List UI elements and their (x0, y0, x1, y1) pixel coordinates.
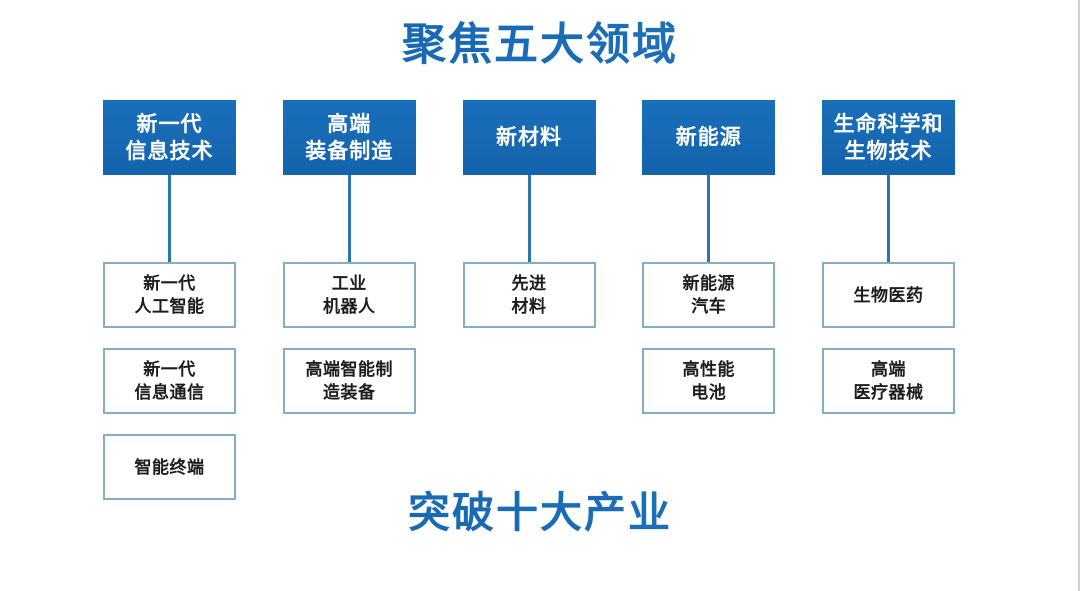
industry-box-3-1[interactable]: 先进 材料 (462, 262, 596, 328)
category-box-5[interactable]: 生命科学和 生物技术 (822, 100, 955, 175)
industry-box-4-1[interactable]: 新能源 汽车 (642, 262, 776, 328)
industry-list-2: 工业 机器人 高端智能制 造装备 (282, 262, 416, 414)
page-title-bottom: 突破十大产业 (0, 487, 1080, 539)
industry-list-1: 新一代 人工智能 新一代 信息通信 智能终端 (103, 262, 236, 500)
category-column-4: 新能源 新能源 汽车 高性能 电池 (642, 100, 776, 414)
connector-line-4 (707, 175, 711, 262)
category-box-4[interactable]: 新能源 (642, 100, 776, 175)
industry-box-1-3[interactable]: 智能终端 (103, 434, 236, 500)
connector-line-3 (527, 175, 531, 262)
industry-box-2-1[interactable]: 工业 机器人 (282, 262, 416, 328)
page-title-top: 聚焦五大领域 (0, 18, 1080, 72)
category-box-2[interactable]: 高端 装备制造 (282, 100, 416, 175)
connector-line-2 (347, 175, 351, 262)
industry-box-2-2[interactable]: 高端智能制 造装备 (282, 348, 416, 414)
category-column-1: 新一代 信息技术 新一代 人工智能 新一代 信息通信 智能终端 (103, 100, 236, 500)
industry-box-5-1[interactable]: 生物医药 (822, 262, 955, 328)
industry-list-4: 新能源 汽车 高性能 电池 (642, 262, 776, 414)
industry-box-5-2[interactable]: 高端 医疗器械 (822, 348, 955, 414)
connector-line-1 (168, 175, 171, 262)
category-box-3[interactable]: 新材料 (462, 100, 596, 175)
category-column-2: 高端 装备制造 工业 机器人 高端智能制 造装备 (282, 100, 416, 414)
industry-box-4-2[interactable]: 高性能 电池 (642, 348, 776, 414)
industry-box-1-1[interactable]: 新一代 人工智能 (103, 262, 236, 328)
category-columns: 新一代 信息技术 新一代 人工智能 新一代 信息通信 智能终端 高端 装备制造 … (103, 100, 955, 520)
category-column-5: 生命科学和 生物技术 生物医药 高端 医疗器械 (822, 100, 955, 414)
category-column-3: 新材料 先进 材料 (462, 100, 596, 328)
industry-list-5: 生物医药 高端 医疗器械 (822, 262, 955, 414)
category-box-1[interactable]: 新一代 信息技术 (103, 100, 236, 175)
connector-line-5 (887, 175, 890, 262)
industry-box-1-2[interactable]: 新一代 信息通信 (103, 348, 236, 414)
industry-list-3: 先进 材料 (462, 262, 596, 328)
